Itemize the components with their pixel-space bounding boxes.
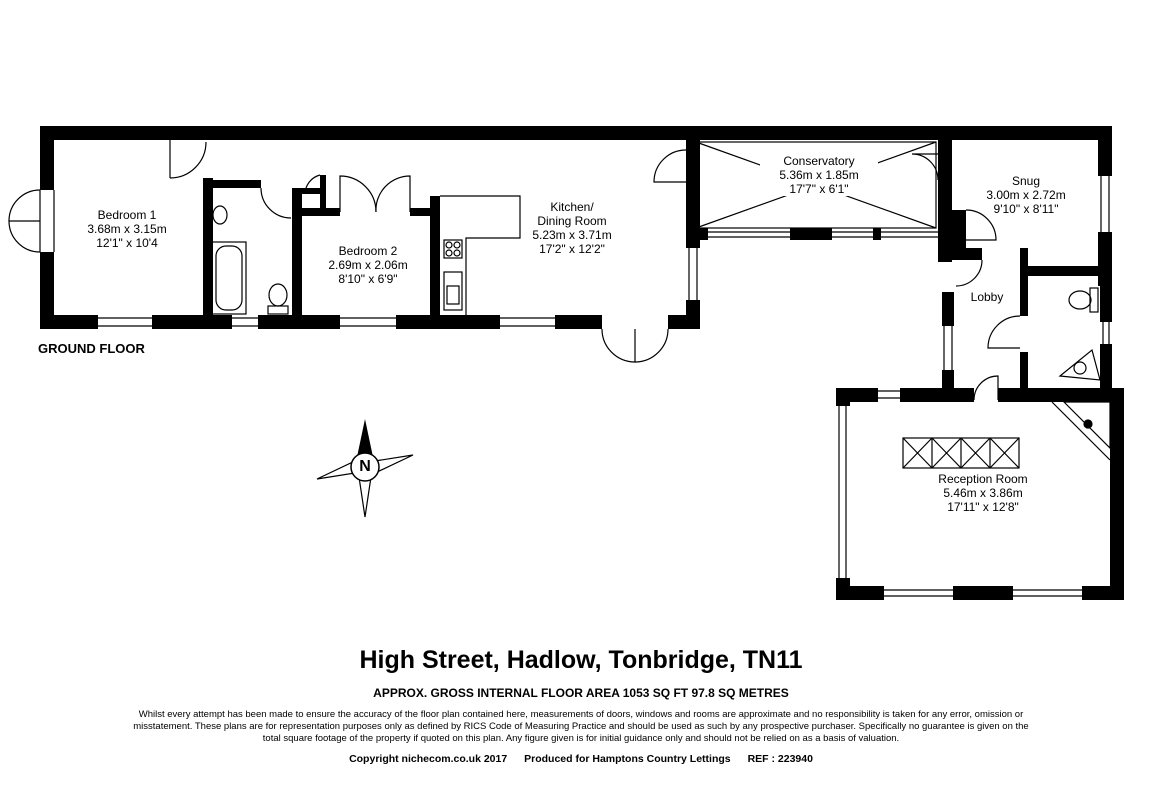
wall-bath-b2 [292, 188, 302, 318]
room-metric: 3.68m x 3.15m [87, 222, 167, 236]
wall-rec-bottom-mid [953, 586, 1013, 600]
wall-cupboard [300, 188, 322, 194]
wall-left-lower [40, 252, 54, 328]
room-name: Bedroom 1 [97, 208, 157, 222]
disclaimer-text: Whilst every attempt has been made to en… [133, 709, 1029, 744]
wall-b2-kitchen [430, 196, 440, 318]
wall-bottom-b1 [152, 315, 232, 329]
room-imperial: 8'10" x 6'9" [338, 272, 398, 286]
room-imperial: 12'1" x 10'4 [96, 236, 158, 250]
room-label-reception: Reception Room 5.46m x 3.86m 17'11" x 12… [918, 472, 1048, 514]
room-metric: 2.69m x 2.06m [328, 258, 408, 272]
wall-rec-top-mid [900, 388, 974, 402]
wall-lobby-left-upper [942, 292, 954, 326]
floor-label: GROUND FLOOR [38, 341, 145, 356]
wall-lobby-wc [1020, 276, 1028, 316]
wall-b2-top-right [410, 208, 436, 216]
room-imperial: 17'11" x 12'8" [947, 500, 1019, 514]
room-metric: 5.23m x 3.71m [532, 228, 612, 242]
room-label-kitchen: Kitchen/ Dining Room 5.23m x 3.71m 17'2"… [512, 200, 632, 256]
wall-wc-right-lower [1100, 344, 1112, 400]
wall-wc-right [1100, 276, 1112, 322]
room-name: Conservatory [783, 154, 855, 168]
compass-rose-icon [316, 419, 414, 518]
wall-snug-bottom [1020, 266, 1112, 276]
room-name: Bedroom 2 [338, 244, 398, 258]
wall-b2-top-left [292, 208, 340, 216]
wall-left-upper [40, 126, 54, 190]
wall-wc-lower [1020, 352, 1028, 400]
wall-bottom-kitchen [555, 315, 602, 329]
room-label-bedroom-2: Bedroom 2 2.69m x 2.06m 8'10" x 6'9" [312, 244, 424, 286]
wall-rec-top-right [998, 388, 1112, 402]
room-label-lobby: Lobby [962, 290, 1012, 304]
wall-cons-bottom-a [686, 228, 708, 240]
wall-lobby-top [952, 248, 982, 260]
room-name-line1: Kitchen/ [550, 200, 594, 214]
room-imperial: 9'10" x 8'11" [993, 202, 1059, 216]
wall-snug-right-upper [1098, 126, 1112, 176]
wall-bottom-left [40, 315, 98, 329]
wall-rec-left-top [836, 388, 850, 406]
wall-bottom-bath [258, 315, 340, 329]
room-name: Snug [1011, 174, 1041, 188]
wall-cons-right [938, 140, 952, 262]
wall-b1-bath [203, 178, 213, 318]
wall-cons-bottom-c [873, 228, 881, 240]
wall-snug-inner [1020, 248, 1028, 276]
wall-rec-right [1110, 388, 1124, 600]
room-label-snug: Snug 3.00m x 2.72m 9'10" x 8'11" [976, 174, 1076, 216]
wall-cons-bottom-b [790, 228, 832, 240]
wall-rec-bottom-right [1082, 586, 1124, 600]
wall-bath-top [203, 180, 261, 188]
room-metric: 5.46m x 3.86m [943, 486, 1023, 500]
footer-reference: REF : 223940 [747, 753, 813, 765]
room-name: Reception Room [938, 472, 1028, 486]
room-metric: 5.36m x 1.85m [779, 168, 859, 182]
room-name: Lobby [970, 290, 1004, 304]
wall-rec-bottom-left [836, 586, 884, 600]
compass-north-letter: N [359, 458, 371, 475]
wall-kitchen-right-lower [686, 300, 700, 329]
room-label-conservatory: Conservatory 5.36m x 1.85m 17'7" x 6'1" [760, 154, 878, 196]
wall-top [40, 126, 1112, 140]
floor-area-subtitle: APPROX. GROSS INTERNAL FLOOR AREA 1053 S… [373, 686, 789, 700]
wall-snug-left [952, 210, 966, 248]
property-title: High Street, Hadlow, Tonbridge, TN11 [359, 646, 803, 674]
footer-produced-for: Produced for Hamptons Country Lettings [524, 753, 731, 765]
footer: Copyright nichecom.co.uk 2017 Produced f… [0, 753, 1162, 765]
room-name-line2: Dining Room [537, 214, 607, 228]
room-imperial: 17'7" x 6'1" [789, 182, 849, 196]
room-metric: 3.00m x 2.72m [986, 188, 1066, 202]
wall-bottom-b2 [396, 315, 500, 329]
wall-cupboard-side [320, 175, 326, 210]
room-label-bedroom-1: Bedroom 1 3.68m x 3.15m 12'1" x 10'4 [72, 208, 182, 250]
footer-copyright: Copyright nichecom.co.uk 2017 [349, 753, 508, 765]
room-imperial: 17'2" x 12'2" [539, 242, 605, 256]
